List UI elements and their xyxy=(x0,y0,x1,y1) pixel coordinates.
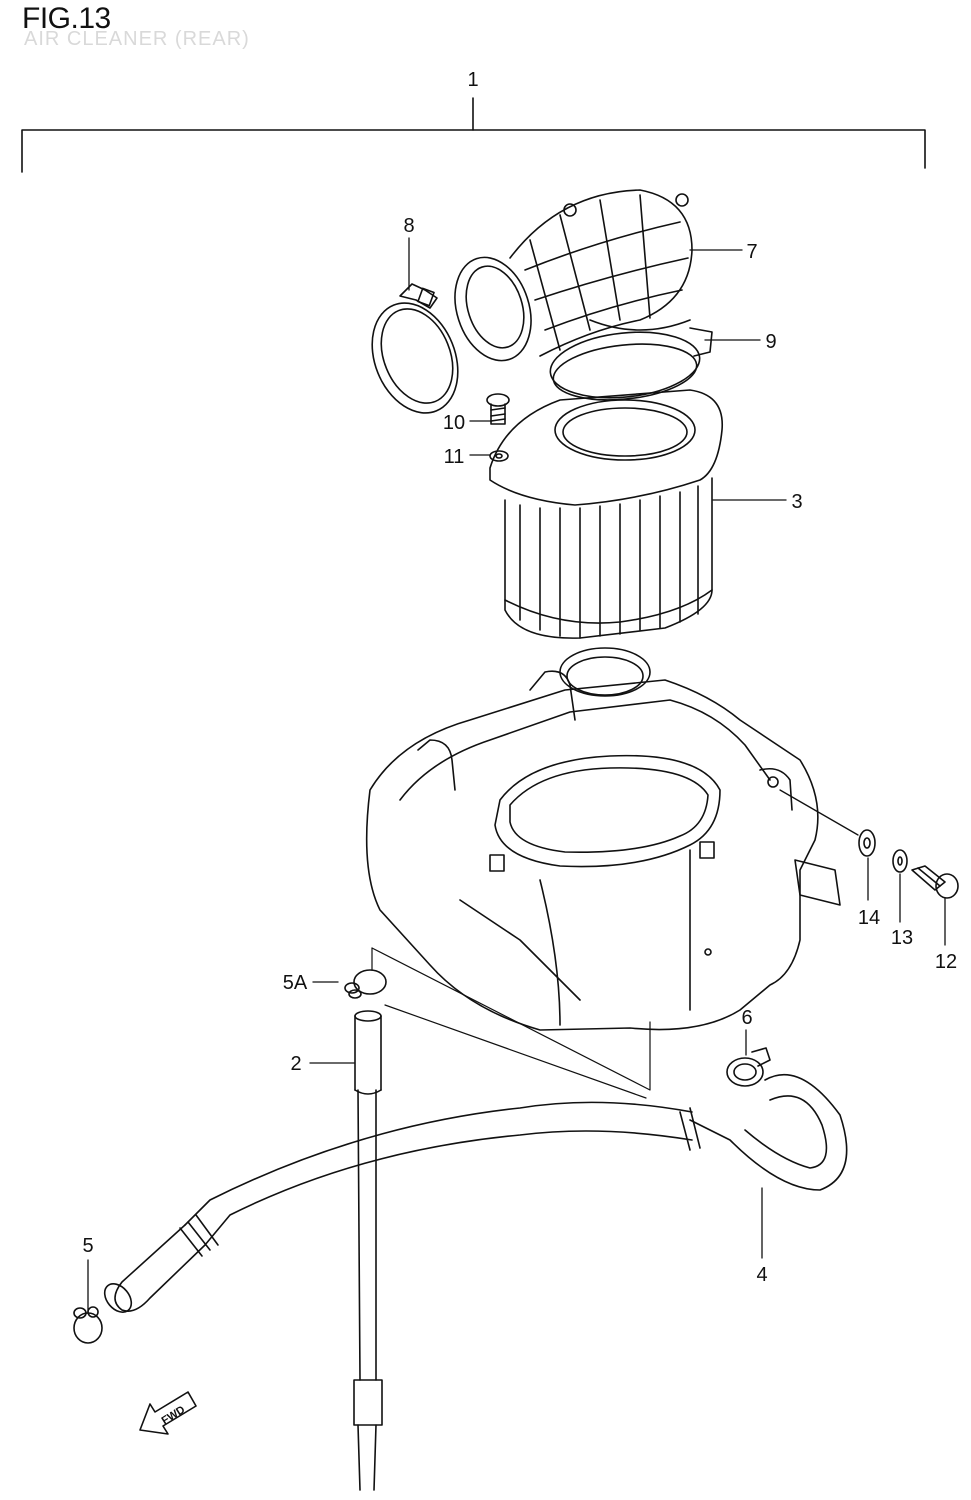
air-cleaner-case xyxy=(365,647,841,1031)
part-5-clip xyxy=(73,1306,103,1344)
figure-title: FIG.13 xyxy=(22,2,111,35)
callout-9: 9 xyxy=(765,331,776,353)
part-8-clamp xyxy=(371,283,459,414)
part-12-bolt xyxy=(911,865,959,899)
callout-1: 1 xyxy=(467,69,478,91)
leader-lines xyxy=(87,237,946,1313)
part-14-washer xyxy=(858,829,876,857)
callout-8: 8 xyxy=(403,215,414,237)
part-4-hose xyxy=(103,1073,848,1313)
part-5a-clip xyxy=(344,969,387,999)
part-2-drain-tube xyxy=(353,1010,383,1491)
figure-subtitle: AIR CLEANER (REAR) xyxy=(24,28,250,50)
callout-10: 10 xyxy=(443,412,465,434)
callout-11: 11 xyxy=(444,446,465,468)
part-7-intake-boot xyxy=(454,189,693,362)
part-3-element xyxy=(489,389,723,639)
callout-4: 4 xyxy=(756,1264,767,1286)
callout-12: 12 xyxy=(935,951,957,973)
callout-14: 14 xyxy=(858,907,880,929)
callout-3: 3 xyxy=(791,491,802,513)
callout-7: 7 xyxy=(746,241,757,263)
callout-13: 13 xyxy=(891,927,913,949)
part-10-screw xyxy=(486,393,510,425)
callout-2: 2 xyxy=(290,1053,301,1075)
fwd-arrow-icon xyxy=(139,1391,197,1435)
callout-5a: 5A xyxy=(283,972,308,994)
callout-5: 5 xyxy=(82,1235,93,1257)
part-6-clamp xyxy=(726,1047,771,1087)
part-11-washer xyxy=(489,450,509,462)
callout-6: 6 xyxy=(741,1007,752,1029)
part-9-clamp xyxy=(549,327,713,401)
part-13-washer xyxy=(892,849,908,873)
sub-assembly-outline xyxy=(371,947,651,1099)
assembly-bracket xyxy=(21,97,926,173)
